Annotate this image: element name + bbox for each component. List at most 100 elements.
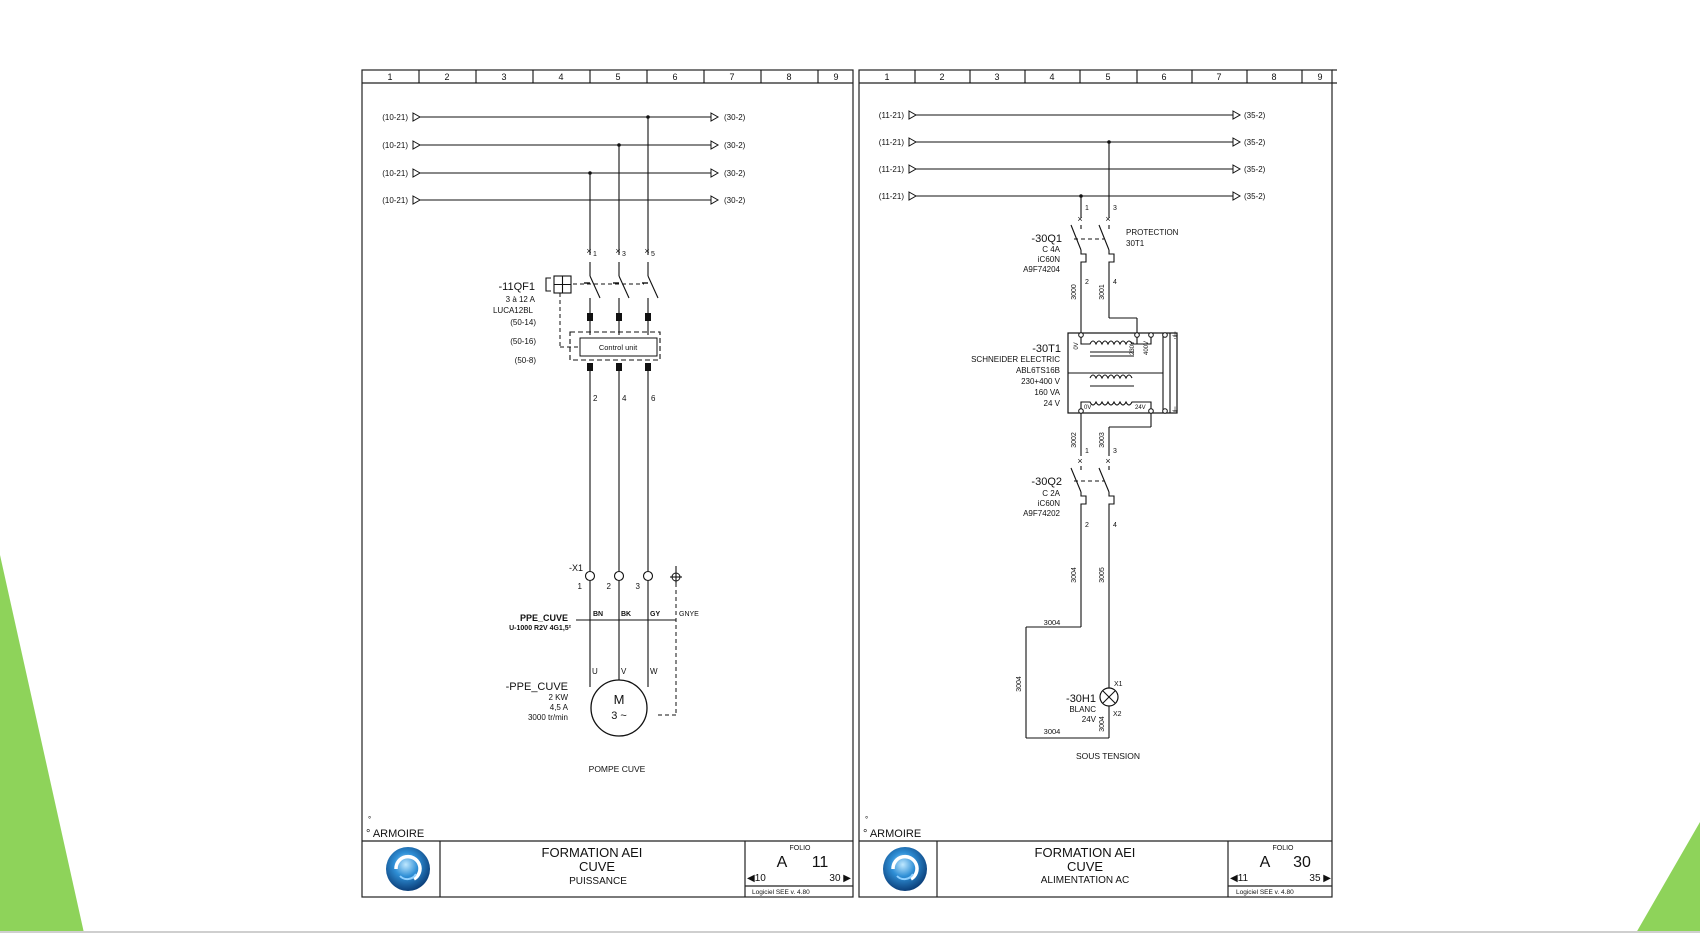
location-marker: ° xyxy=(368,815,371,824)
svg-text:×: × xyxy=(586,246,591,256)
wire-number: 2 xyxy=(593,394,598,403)
svg-text:×: × xyxy=(1077,214,1082,224)
bus-ref-in: (10-21) xyxy=(382,141,408,150)
pin-label: 3 xyxy=(1113,205,1117,212)
pin-label: 4 xyxy=(1113,279,1117,286)
conductor-color: GY xyxy=(650,611,660,618)
svg-text:×: × xyxy=(615,246,620,256)
control-unit-label: Control unit xyxy=(599,343,638,352)
component-manufacturer: SCHNEIDER ELECTRIC xyxy=(971,355,1060,364)
wire-number: 3004 xyxy=(1044,618,1061,627)
column-number: 5 xyxy=(615,72,620,82)
column-number: 2 xyxy=(444,72,449,82)
wire-number: 3004 xyxy=(1099,716,1106,732)
pin-label: 5 xyxy=(651,251,655,258)
component-ref: ABL6TS16B xyxy=(1016,366,1060,375)
column-number: 3 xyxy=(994,72,999,82)
pin-label: 1 xyxy=(1085,448,1089,455)
folio-number: 30 xyxy=(1293,854,1311,871)
phase-conductors: × × × 1 3 5 2 4 6 xyxy=(573,117,659,571)
protection-target: 30T1 xyxy=(1126,239,1145,248)
bus-ref-in: (11-21) xyxy=(879,165,905,174)
component-voltage: 230+400 V xyxy=(1021,377,1061,386)
pin-label: 4 xyxy=(1113,522,1117,529)
lamp-terminal: X2 xyxy=(1113,711,1122,718)
conductor-color: BK xyxy=(621,611,631,618)
column-number: 1 xyxy=(884,72,889,82)
bus-ref-out: (30-2) xyxy=(724,141,746,150)
title-block: ° ° ARMOIRE FORMATION AEI CUVE ALIMENTAT… xyxy=(859,815,1332,897)
software-version: Logiciel SEE v. 4.80 xyxy=(752,889,810,896)
wire-number: 3004 xyxy=(1016,676,1023,692)
folio-number: 11 xyxy=(812,854,829,871)
motor-breaker-11qf1: Control unit -11QF1 3 à 12 A LUCA12BL (5… xyxy=(493,275,661,365)
bus-ref-in: (10-21) xyxy=(382,169,408,178)
cross-ref: (50-16) xyxy=(510,337,536,346)
sheet-title: FORMATION AEI xyxy=(542,845,643,860)
cross-ref: (50-14) xyxy=(510,318,536,327)
folio-label: FOLIO xyxy=(1272,845,1294,852)
lamp-terminal: X1 xyxy=(1114,681,1123,688)
wire-number: 3002 xyxy=(1071,432,1078,448)
sheet-function: ALIMENTATION AC xyxy=(1041,875,1130,886)
component-tag: -30T1 xyxy=(1032,343,1061,355)
software-version: Logiciel SEE v. 4.80 xyxy=(1236,889,1294,896)
column-number: 1 xyxy=(387,72,392,82)
motor-speed: 3000 tr/min xyxy=(528,713,568,722)
pin-label: 1 xyxy=(1085,205,1089,212)
column-number: 7 xyxy=(729,72,734,82)
motor-current: 4,5 A xyxy=(550,703,569,712)
bus-ref-in: (10-21) xyxy=(382,113,408,122)
bus-ref-out: (35-2) xyxy=(1244,111,1266,120)
conductor-color: GNYE xyxy=(679,611,699,618)
column-number: 9 xyxy=(833,72,838,82)
component-spec: C 4A xyxy=(1042,245,1060,254)
component-tag: -30Q2 xyxy=(1031,476,1062,488)
component-tag: -X1 xyxy=(569,563,583,573)
terminal-number: 2 xyxy=(607,582,612,591)
winding-label: 230V xyxy=(1130,341,1136,355)
svg-text:⏚: ⏚ xyxy=(1171,406,1179,415)
component-tag: -11QF1 xyxy=(499,281,535,293)
pin-label: 1 xyxy=(593,251,597,258)
company-logo xyxy=(883,847,927,891)
wire-number: 6 xyxy=(651,394,656,403)
svg-text:⏚: ⏚ xyxy=(1171,331,1179,340)
bus-ref-out: (35-2) xyxy=(1244,165,1266,174)
component-spec: 3 à 12 A xyxy=(506,295,536,304)
cable-spec: U-1000 R2V 4G1,5² xyxy=(509,625,572,632)
location-marker: ° xyxy=(865,815,868,824)
green-corner-left xyxy=(0,555,84,933)
company-logo xyxy=(386,847,430,891)
svg-text:×: × xyxy=(1105,214,1110,224)
sheet-function: PUISSANCE xyxy=(569,876,627,887)
folio-label: FOLIO xyxy=(789,845,811,852)
circuit-caption: SOUS TENSION xyxy=(1076,751,1140,761)
svg-text:×: × xyxy=(1077,456,1082,466)
pin-label: 2 xyxy=(1085,279,1089,286)
column-number: 4 xyxy=(558,72,563,82)
wire-number: 3000 xyxy=(1071,284,1078,300)
indicator-lamp-circuit: 3004 3005 3004 3004 3004 3004 X1 X2 -30H… xyxy=(1016,510,1140,761)
component-output: 24 V xyxy=(1044,399,1061,408)
motor-power: 2 KW xyxy=(548,693,568,702)
schematic-sheet-alimentation: 1 2 3 4 5 6 7 8 9 (11-21) (11-21) xyxy=(858,69,1337,898)
green-corner-right xyxy=(1636,822,1700,933)
cable-ppe-cuve: BN BK GY GNYE PPE_CUVE U-1000 R2V 4G1,5² xyxy=(509,611,699,632)
component-tag: -30H1 xyxy=(1066,693,1096,705)
column-number: 8 xyxy=(1271,72,1276,82)
folio-letter: A xyxy=(777,854,788,871)
svg-text:×: × xyxy=(1105,456,1110,466)
column-number: 2 xyxy=(939,72,944,82)
lamp-color: BLANC xyxy=(1069,705,1096,714)
component-model: iC60N xyxy=(1038,255,1060,264)
component-ref: A9F74204 xyxy=(1023,265,1060,274)
cable-tag: PPE_CUVE xyxy=(520,613,568,623)
sheet-title: FORMATION AEI xyxy=(1035,845,1136,860)
pin-label: 2 xyxy=(1085,522,1089,529)
component-spec: C 2A xyxy=(1042,489,1060,498)
column-number: 9 xyxy=(1317,72,1322,82)
motor-ppe-cuve: U V W M 3 ~ -PPE_CUVE 2 KW 4,5 A 3000 tr… xyxy=(506,667,658,774)
wire-number: 3001 xyxy=(1099,284,1106,300)
